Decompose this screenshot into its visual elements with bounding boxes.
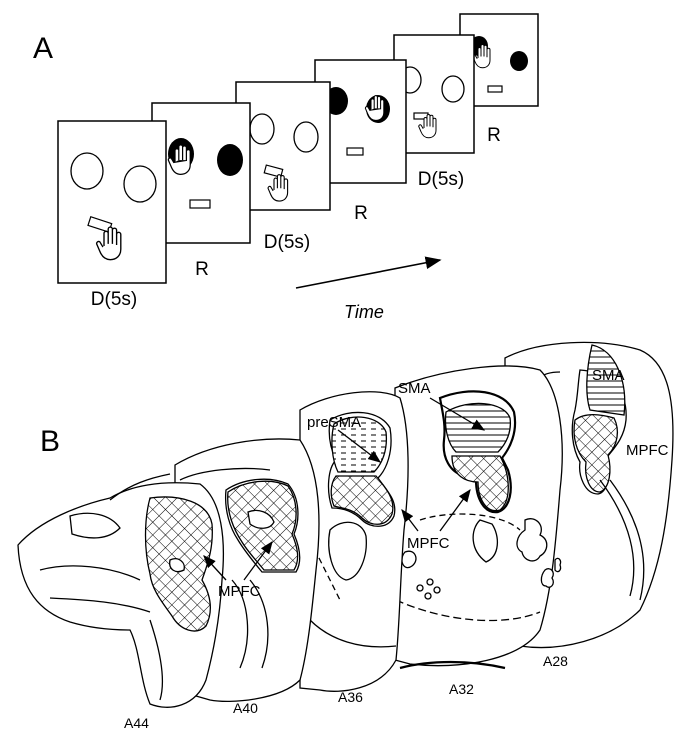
brain-section-a32 <box>395 366 562 668</box>
frame-1: D(5s) <box>58 121 166 310</box>
mpfc-label-middle: MPFC <box>407 535 450 552</box>
level-label-a28: A28 <box>543 653 568 669</box>
stimulus-right-filled <box>510 51 528 71</box>
mpfc-label-right: MPFC <box>626 442 669 459</box>
time-arrow <box>296 260 440 288</box>
stimulus-right-filled <box>217 144 243 176</box>
panel-b-label: B <box>40 425 60 458</box>
stimulus-right-empty <box>442 76 464 102</box>
level-label-a36: A36 <box>338 689 363 705</box>
home-key <box>488 86 502 92</box>
panel-a-label: A <box>33 32 53 65</box>
stimulus-right-empty <box>124 166 156 202</box>
stimulus-right-empty <box>294 122 318 152</box>
sma-region-a32 <box>445 403 510 452</box>
level-label-a40: A40 <box>233 700 258 716</box>
home-key <box>190 200 210 208</box>
presma-label: preSMA <box>307 414 361 431</box>
mpfc-label-left: MPFC <box>218 583 261 600</box>
level-label-a32: A32 <box>449 681 474 697</box>
panel-a: A R D(5s) R <box>33 14 538 322</box>
frame-4-label: R <box>354 203 368 224</box>
frame-6-label: R <box>487 125 501 146</box>
level-label-a44: A44 <box>124 715 149 731</box>
home-key <box>347 148 363 155</box>
frame-3-label: D(5s) <box>264 232 310 253</box>
stimulus-left-empty <box>71 153 103 189</box>
time-label: Time <box>344 302 384 322</box>
panel-b: B <box>18 342 673 731</box>
frame-2-label: R <box>195 259 209 280</box>
sma-label-right: SMA <box>592 367 625 384</box>
brain-section-a44 <box>18 474 223 707</box>
stimulus-left-empty <box>250 114 274 144</box>
frame-5-label: D(5s) <box>418 169 464 190</box>
frame-1-label: D(5s) <box>91 289 137 310</box>
sma-label-left: SMA <box>398 380 431 397</box>
